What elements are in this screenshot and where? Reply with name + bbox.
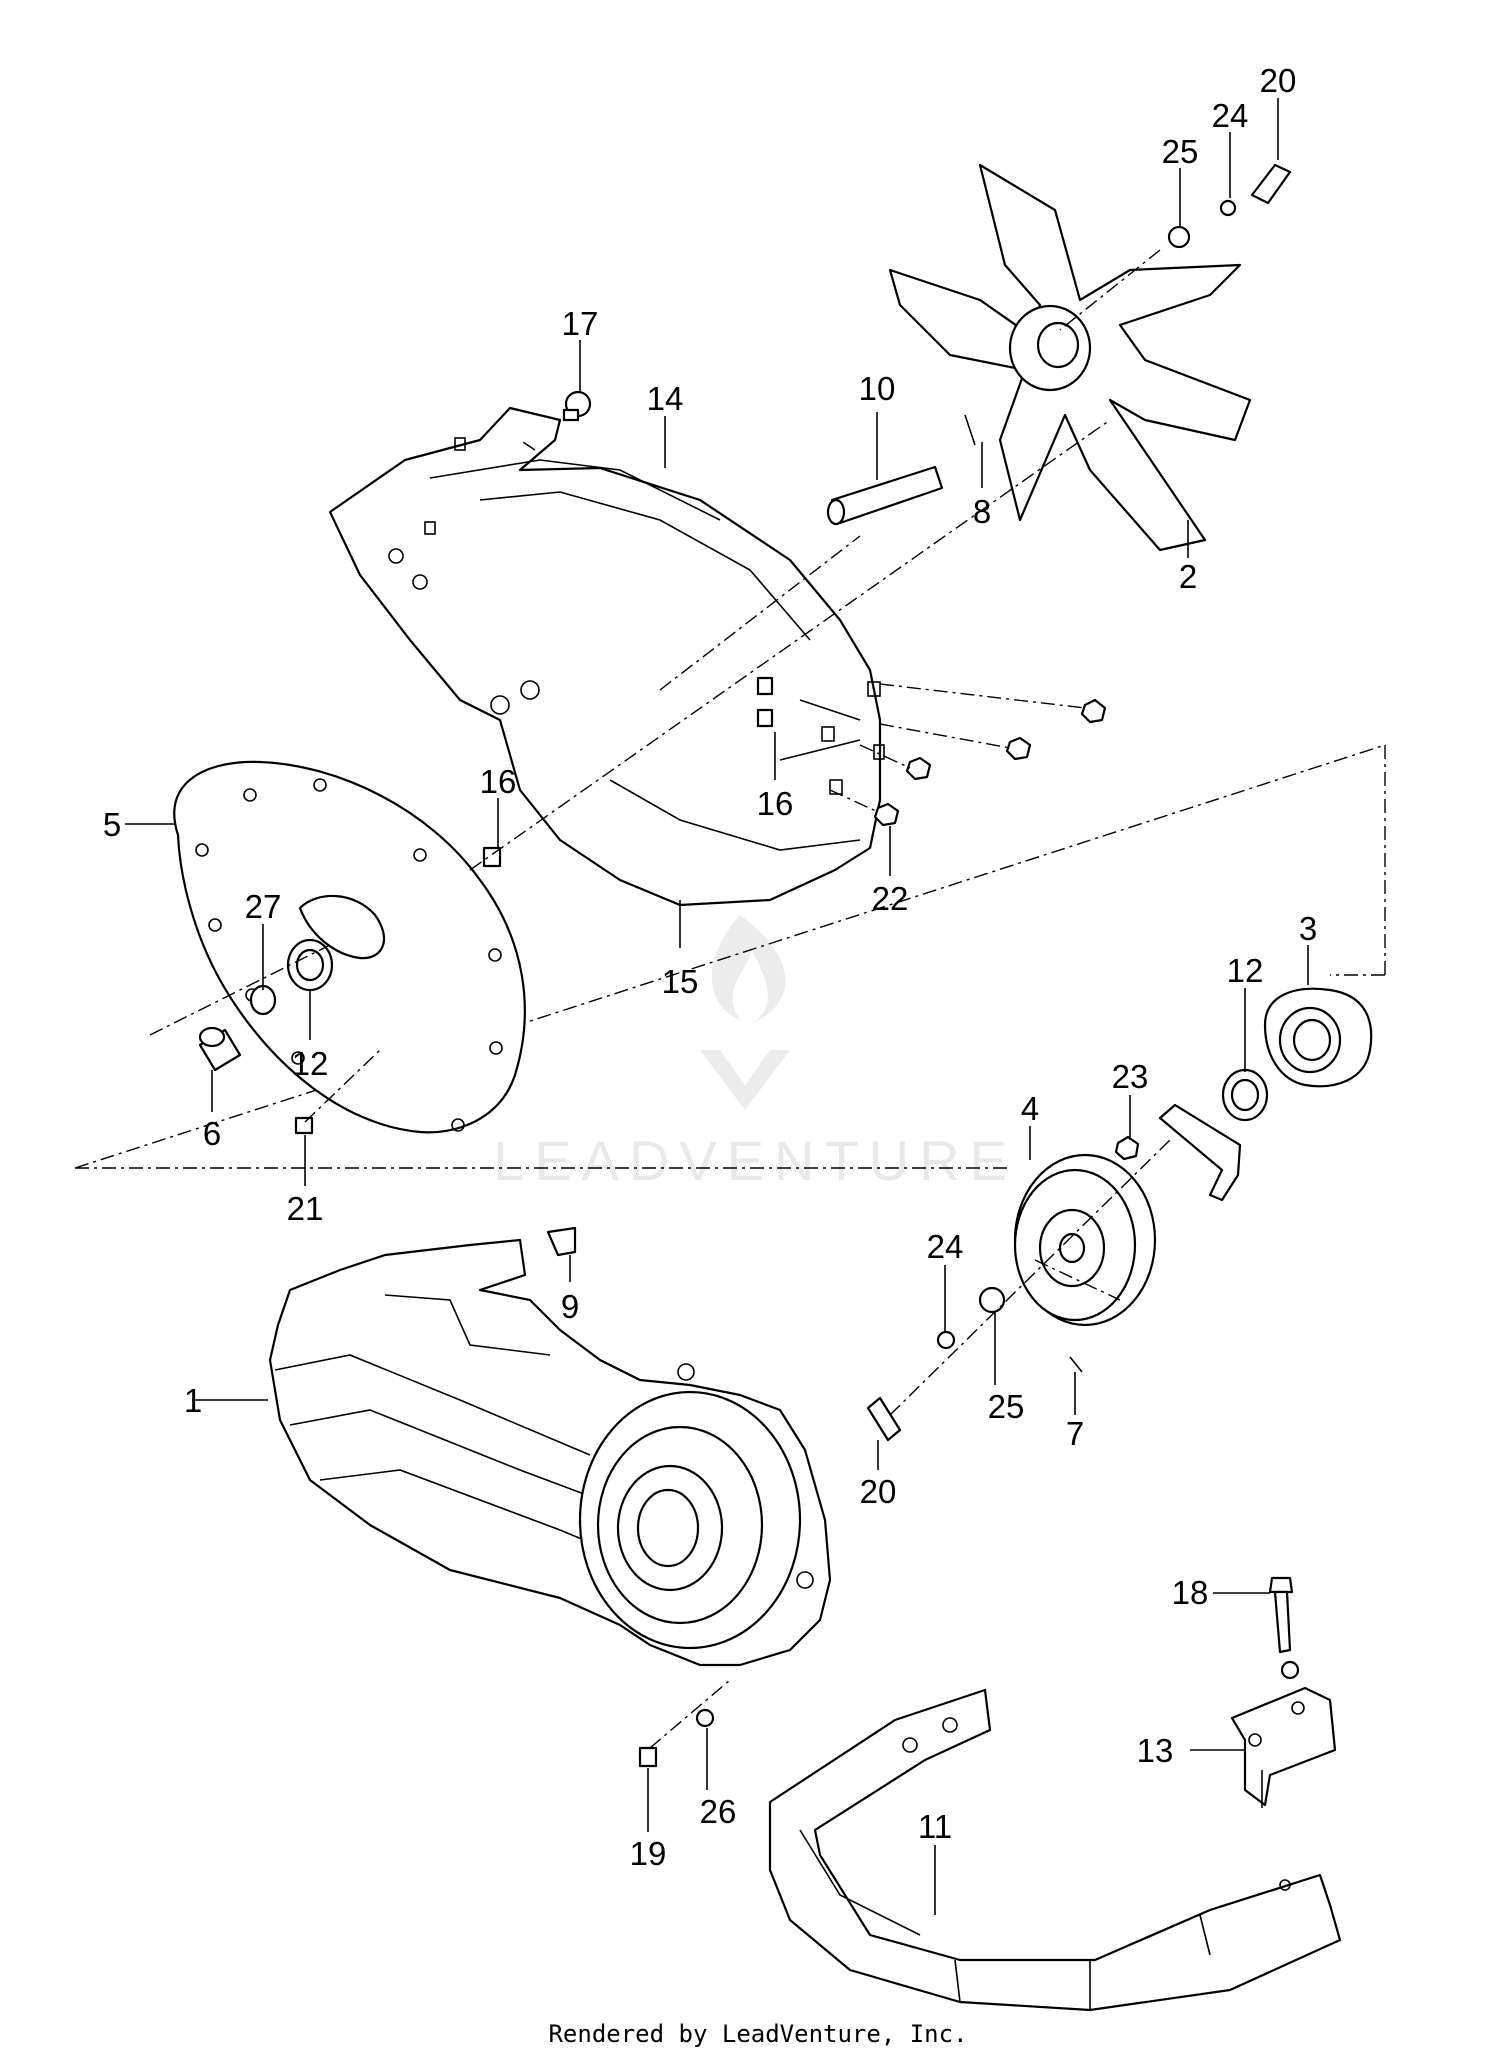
bushing-6 [198,1026,242,1072]
bolt-16-right-b [756,708,774,728]
label-5: 5 [103,806,121,843]
flame-logo-icon [711,915,786,1022]
label-12-left: 12 [292,1045,329,1082]
washer-24-top [1219,199,1237,217]
label-1: 1 [184,1382,202,1419]
bolt-16-right-a [756,676,774,696]
label-3: 3 [1299,910,1317,947]
pulley-4 [1013,1153,1157,1327]
label-20-top: 20 [1260,62,1297,99]
footer-credit: Rendered by LeadVenture, Inc. [548,2020,967,2048]
washer-27 [249,984,277,1016]
label-16-left: 16 [480,763,517,800]
label-27: 27 [245,888,282,925]
label-leader-lines [125,98,1309,1915]
handle-frame-11 [768,1688,1342,2012]
label-25-top: 25 [1162,133,1199,170]
housing-nuts [756,676,1107,827]
bolt-20-top [1250,163,1292,205]
nut-23 [1114,1135,1140,1161]
nut-leader-dashes [149,249,1161,1123]
label-19: 19 [630,1835,667,1872]
label-17: 17 [562,305,599,342]
bolt-20-leader [889,1139,1171,1416]
label-2: 2 [1179,558,1197,595]
screw-21 [294,1116,314,1135]
part-number-labels: 1 2 3 4 5 6 7 8 9 10 11 12 12 13 14 15 1… [103,62,1317,1872]
belt-cover-1 [268,1238,832,1667]
washer-26 [695,1708,715,1728]
label-9: 9 [561,1288,579,1325]
mount-bracket-13 [1230,1686,1337,1808]
watermark-text: LEADVENTURE [493,1129,1017,1192]
key-8 [964,414,976,446]
label-20-mid: 20 [860,1473,897,1510]
label-24-mid: 24 [927,1228,964,1265]
label-22: 22 [872,880,909,917]
washer-24-mid [936,1330,956,1350]
blower-housing-14-15 [328,406,885,907]
label-10: 10 [859,370,896,407]
label-26: 26 [700,1793,737,1830]
bolt-18 [1268,1576,1294,1654]
leadventure-watermark: LEADVENTURE [493,915,1017,1192]
label-21: 21 [287,1190,324,1227]
impeller-2 [888,163,1252,552]
bearing-12-right [1221,1068,1269,1122]
assembly-frame-lines [74,744,1386,1169]
idler-bracket [1158,1103,1242,1202]
label-15: 15 [662,963,699,1000]
label-23: 23 [1112,1058,1149,1095]
screw-19 [638,1746,658,1768]
label-13: 13 [1137,1732,1174,1769]
label-14: 14 [647,380,684,417]
clip-9 [546,1226,577,1257]
bolt-19-leader [649,1679,731,1749]
label-6: 6 [203,1115,221,1152]
label-11: 11 [918,1808,952,1845]
label-7: 7 [1066,1415,1084,1452]
washer-25-mid [978,1286,1006,1314]
bolt-20-mid [866,1396,902,1442]
washer-25-top [1167,225,1191,249]
pulley-leader [1034,1259,1121,1301]
v-logo-icon [700,1050,790,1110]
label-18: 18 [1172,1574,1209,1611]
label-25-mid: 25 [988,1388,1025,1425]
knob-17 [562,390,592,422]
key-7 [1069,1356,1083,1373]
label-4: 4 [1021,1090,1039,1127]
label-8: 8 [973,493,991,530]
label-16-right: 16 [757,785,794,822]
washer-18 [1280,1660,1300,1680]
bearing-housing-3 [1263,987,1373,1088]
label-24-top: 24 [1212,97,1249,134]
label-12-right: 12 [1227,952,1264,989]
side-plate-5 [173,760,526,1134]
shaft-10 [826,465,944,526]
